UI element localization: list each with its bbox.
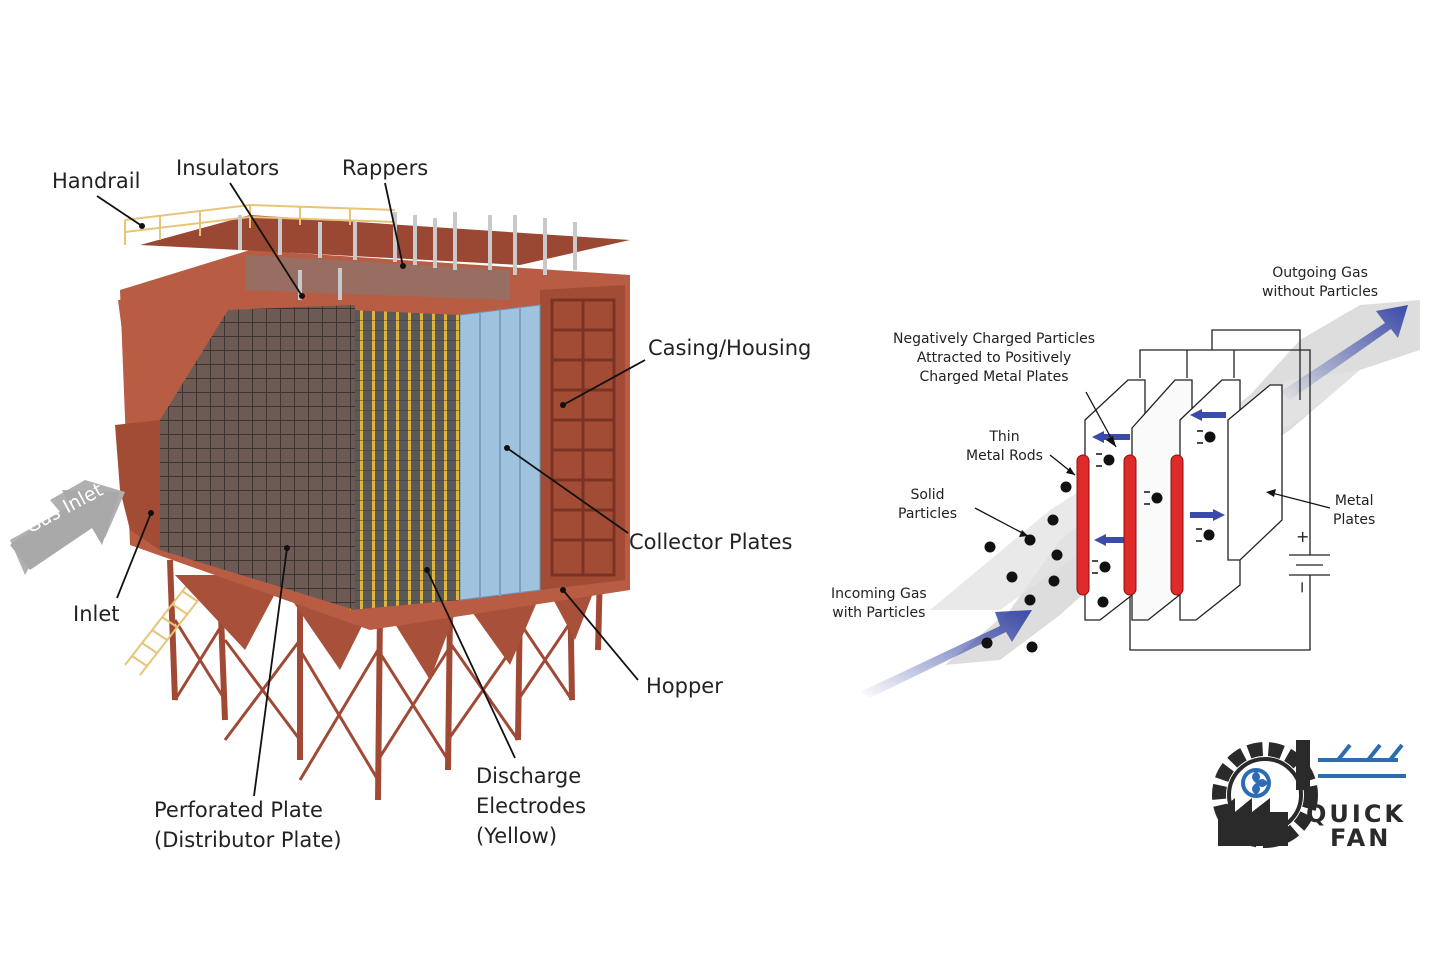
leader-lines-left [96, 182, 646, 797]
perforated-plate [160, 305, 355, 610]
battery-minus-sign: − [1293, 580, 1313, 595]
label-rappers: Rappers [342, 156, 429, 180]
leader-dots-left [139, 223, 566, 593]
label-negatively-charged: Negatively Charged Particles Attracted t… [893, 331, 1096, 385]
handrail [124, 203, 396, 245]
wiring [1129, 329, 1330, 651]
label-hopper: Hopper [646, 674, 723, 698]
label-casing-housing: Casing/Housing [648, 336, 812, 360]
particles [981, 431, 1216, 653]
roof-rods [238, 212, 577, 300]
fan-icon [1241, 768, 1271, 798]
outgoing-arrow [1280, 305, 1408, 400]
battery-plus-sign: + [1296, 527, 1310, 546]
label-outgoing-gas: Outgoing Gas without Particles [1262, 265, 1379, 300]
esp-illustration [10, 203, 630, 801]
label-solid-particles: Solid Particles [898, 487, 958, 522]
esp-schematic [860, 300, 1420, 698]
label-discharge-electrodes: Discharge Electrodes (Yellow) [476, 764, 587, 848]
logo-text-fan: FAN [1330, 824, 1392, 852]
label-perforated-plate: Perforated Plate (Distributor Plate) [154, 798, 342, 852]
label-handrail: Handrail [52, 169, 141, 193]
roof [140, 215, 630, 265]
incoming-arrow [860, 610, 1032, 698]
label-inlet: Inlet [73, 602, 120, 626]
right-flange-grid [550, 298, 616, 577]
discharge-electrodes [350, 310, 460, 610]
label-incoming-gas: Incoming Gas with Particles [831, 586, 927, 621]
logo-text-quick: QUICK [1306, 800, 1407, 828]
metal-rods [1076, 454, 1184, 596]
quickfan-logo [1212, 740, 1406, 848]
stairs [124, 574, 211, 676]
label-collector-plates: Collector Plates [629, 530, 793, 554]
wind-icon [1318, 743, 1406, 778]
label-insulators: Insulators [176, 156, 280, 180]
label-thin-metal-rods: Thin Metal Rods [966, 429, 1043, 464]
label-metal-plates: Metal Plates [1333, 493, 1376, 528]
charge-marks [1092, 430, 1203, 574]
